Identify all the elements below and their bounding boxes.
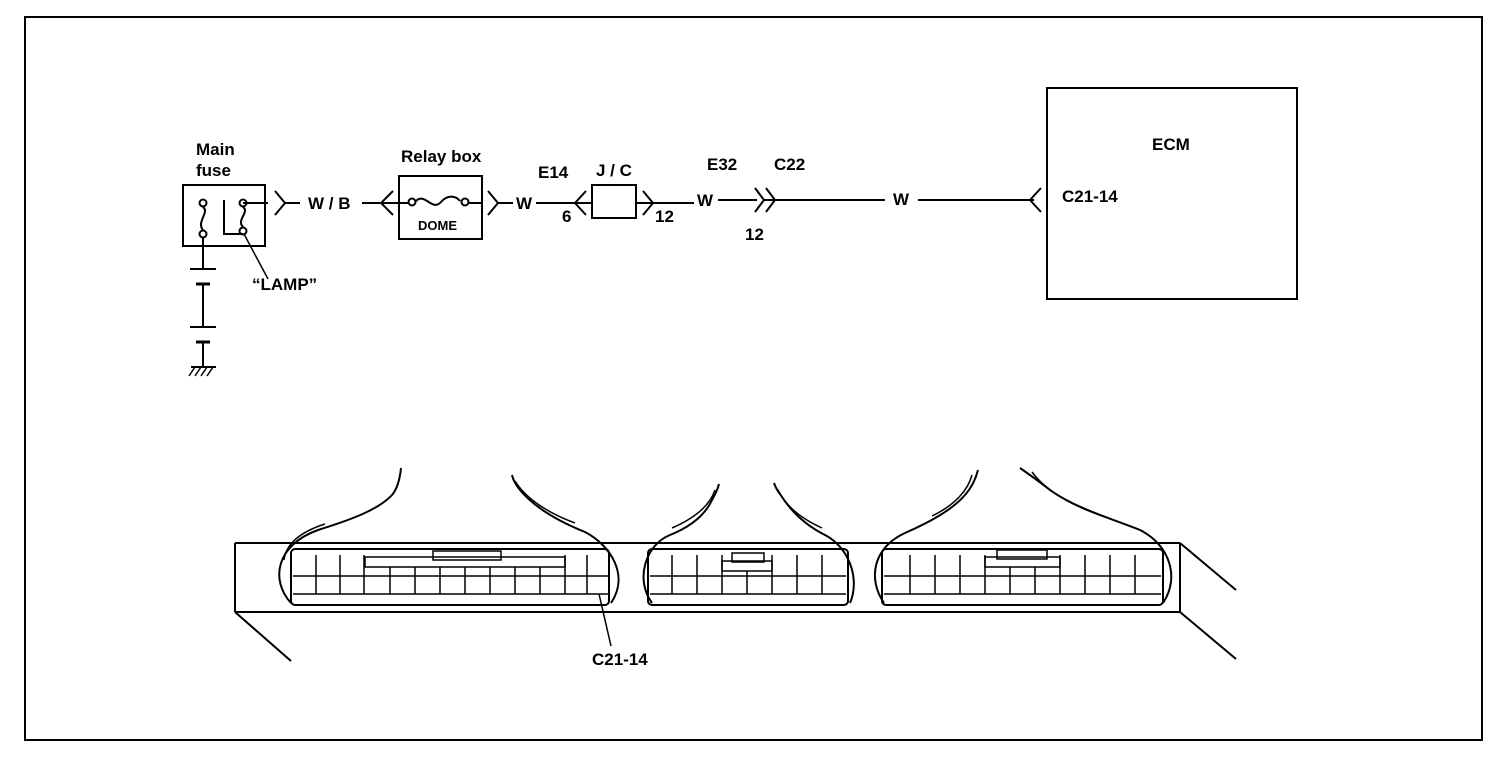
- c22-pin: 12: [745, 225, 764, 244]
- connector-chevron-relay-out: [487, 190, 500, 216]
- e32-label: E32: [707, 155, 737, 174]
- battery-symbol: [190, 238, 216, 366]
- connector-grid-right: [884, 555, 1161, 595]
- connector-grid-left: [293, 555, 609, 595]
- connector-chevron-ecm: [1028, 187, 1042, 213]
- ecm-box: [1046, 87, 1298, 300]
- ecm-connector-illustration: [234, 467, 1237, 662]
- connector-chevron-fuse-out: [274, 190, 287, 216]
- relay-box-label: Relay box: [401, 147, 482, 166]
- main-fuse-label-2: fuse: [196, 161, 231, 180]
- junction-connector-box: [591, 184, 637, 219]
- ecm-label: ECM: [1152, 135, 1190, 154]
- main-fuse: [182, 184, 268, 247]
- connector-middle: [642, 482, 855, 606]
- jc-pin: 12: [655, 207, 674, 226]
- ground-icon: [188, 366, 216, 377]
- wire-label-wb: W / B: [308, 194, 351, 213]
- jc-label: J / C: [596, 161, 632, 180]
- relay-box: [398, 175, 483, 240]
- c22-label: C22: [774, 155, 805, 174]
- wire-label-w-3: W: [893, 190, 910, 209]
- diagram-frame: [24, 16, 1483, 741]
- e14-pin: 6: [562, 207, 571, 226]
- connector-callout-label: C21-14: [592, 650, 648, 669]
- dome-fuse-label: DOME: [418, 218, 457, 233]
- ecm-pin-label: C21-14: [1062, 187, 1118, 206]
- lamp-label: “LAMP”: [252, 275, 317, 294]
- wire-label-w-2: W: [697, 191, 714, 210]
- connector-callout-leader: [598, 593, 612, 647]
- connector-right: [873, 467, 1173, 606]
- e14-label: E14: [538, 163, 569, 182]
- lamp-leader: [243, 233, 269, 280]
- connector-grid-middle: [650, 555, 846, 595]
- main-fuse-label-1: Main: [196, 140, 235, 159]
- wire-label-w-1: W: [516, 194, 533, 213]
